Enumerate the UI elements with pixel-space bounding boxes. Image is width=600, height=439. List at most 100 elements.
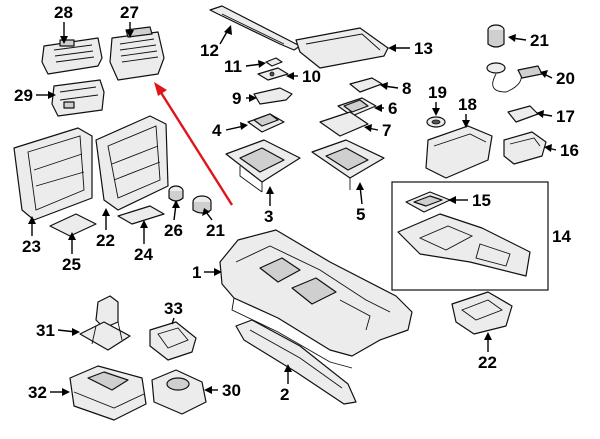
pad-part-25: [117, 205, 165, 225]
callout-27: 26: [164, 200, 183, 240]
callout-17: 17: [536, 107, 575, 126]
svg-text:21: 21: [530, 31, 549, 50]
svg-text:12: 12: [200, 41, 219, 60]
svg-text:18: 18: [458, 95, 477, 114]
center-console-part-1: [219, 229, 413, 369]
callout-7: 7: [364, 121, 391, 140]
callout-26: 25: [62, 232, 81, 274]
highlight-arrow: [154, 82, 234, 206]
svg-text:14: 14: [552, 227, 571, 246]
callout-33: 32: [28, 383, 70, 402]
callout-23: 22: [96, 208, 115, 250]
callout-16: 16: [544, 141, 579, 160]
tray-part-4: [247, 113, 285, 133]
cable-part-20: [486, 62, 543, 93]
svg-text:10: 10: [302, 67, 321, 86]
callout-3: 3: [264, 186, 274, 226]
svg-text:6: 6: [388, 99, 397, 118]
knob-part-27: [168, 185, 184, 202]
callout-14: 14: [552, 227, 571, 246]
svg-text:33: 33: [164, 299, 183, 318]
svg-text:1: 1: [192, 263, 201, 282]
housing-part-33: [69, 365, 147, 421]
callout-4: 4: [212, 121, 248, 140]
svg-text:3: 3: [264, 207, 273, 226]
svg-text:27: 27: [120, 3, 139, 22]
svg-text:13: 13: [414, 39, 433, 58]
clip-part-11: [265, 57, 283, 67]
svg-text:16: 16: [560, 141, 579, 160]
assembly-box-14: [391, 181, 549, 291]
side-panel-part-24: [13, 127, 93, 221]
switch-panel-part-30: [51, 79, 105, 117]
svg-text:31: 31: [36, 321, 55, 340]
switch-part-34: [149, 321, 197, 361]
callout-1: 1: [192, 263, 222, 282]
callout-34: 33: [164, 299, 183, 325]
callout-19: 19: [428, 83, 447, 116]
vent-part-28: [109, 26, 165, 81]
tray-part-6: [337, 97, 377, 117]
knob-part-21-lower: [192, 195, 212, 214]
svg-text:20: 20: [556, 69, 575, 88]
module-part-17: [507, 105, 539, 123]
callout-6: 6: [374, 99, 397, 118]
callout-30: 29: [14, 86, 56, 105]
pad-part-26: [49, 213, 97, 237]
module-part-16: [503, 131, 547, 165]
controller-part-31: [151, 369, 207, 415]
callout-21-lower: 21: [202, 208, 225, 240]
callout-13: 13: [388, 39, 433, 58]
bezel-part-15: [405, 191, 451, 213]
callout-10: 10: [286, 67, 321, 86]
bracket-part-9: [253, 87, 293, 105]
svg-text:5: 5: [356, 205, 365, 224]
svg-text:15: 15: [472, 191, 491, 210]
cupholder-part-3: [225, 139, 301, 193]
socket-part-21-upper: [487, 24, 505, 48]
ring-part-19: [426, 116, 446, 128]
clip-part-10: [257, 67, 289, 81]
side-panel-part-23: [95, 115, 169, 211]
callout-32: 31: [36, 321, 80, 340]
svg-text:22: 22: [478, 353, 497, 372]
svg-text:19: 19: [428, 83, 447, 102]
svg-text:30: 30: [222, 381, 241, 400]
svg-text:21: 21: [206, 221, 225, 240]
svg-text:4: 4: [212, 121, 222, 140]
callout-12: 12: [200, 25, 232, 60]
callout-21-upper: 21: [508, 31, 549, 50]
svg-text:22: 22: [96, 231, 115, 250]
callout-9: 9: [232, 89, 257, 108]
svg-text:29: 29: [14, 86, 33, 105]
console-trim-part-14: [397, 213, 531, 277]
callout-24: 23: [22, 216, 41, 256]
svg-text:7: 7: [382, 121, 391, 140]
callout-28: 27: [120, 3, 139, 38]
bracket-part-22: [451, 291, 513, 335]
svg-text:2: 2: [280, 385, 289, 404]
callout-22: 22: [478, 332, 497, 372]
callout-29: 28: [54, 3, 73, 44]
tray-part-7: [319, 111, 369, 137]
compartment-part-18: [425, 125, 493, 179]
clip-part-8: [349, 77, 383, 93]
svg-text:17: 17: [556, 107, 575, 126]
cover-part-13: [295, 27, 389, 69]
callout-18: 18: [458, 95, 477, 128]
trim-strip-part-12: [209, 5, 301, 51]
svg-text:23: 23: [22, 237, 41, 256]
callout-31: 30: [204, 381, 241, 400]
svg-text:32: 32: [28, 383, 47, 402]
cupholder-part-5: [311, 139, 385, 190]
trim-panel-part-2: [235, 319, 357, 405]
shift-knob-part-32: [79, 295, 131, 351]
callout-25: 24: [134, 220, 153, 264]
svg-text:11: 11: [224, 57, 242, 76]
svg-text:28: 28: [54, 3, 73, 22]
svg-text:24: 24: [134, 245, 153, 264]
vent-part-29: [41, 37, 103, 75]
svg-text:8: 8: [402, 79, 411, 98]
callout-15: 15: [448, 191, 491, 210]
